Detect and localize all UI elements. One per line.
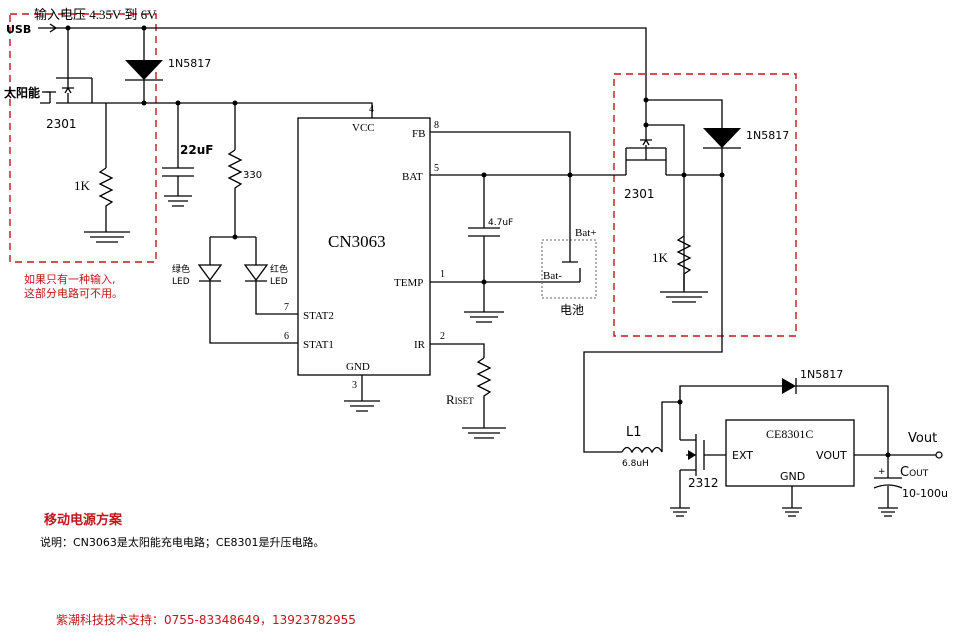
cap-4-7uf <box>468 227 500 237</box>
res-330-label: 330 <box>243 170 262 181</box>
cap-cout <box>873 477 903 489</box>
inductor-l1 <box>621 446 663 454</box>
resistor-330 <box>227 149 243 237</box>
ground-nmos <box>670 507 690 517</box>
ic-ce8301c-name: CE8301C <box>766 427 813 441</box>
nmos-label: 2312 <box>688 476 719 490</box>
cout-range: 10-100u <box>902 487 948 500</box>
ground-boost-ic <box>782 507 802 517</box>
ic-cn3063-name: CN3063 <box>328 232 386 251</box>
pmos-left-label: 2301 <box>46 117 77 131</box>
diode-boost-label: 1N5817 <box>800 368 843 381</box>
pin-num-7: 7 <box>284 302 289 313</box>
pin-num-4: 4 <box>369 104 374 115</box>
pin-gnd-boost: GND <box>780 470 805 483</box>
pin-fb: FB <box>412 128 425 140</box>
bat-plus-label: Bat+ <box>575 227 596 239</box>
usb-wire <box>56 27 647 100</box>
res-1k-left-label: 1K <box>74 178 91 193</box>
diode-top-label: 1N5817 <box>168 57 211 70</box>
title: 移动电源方案 <box>44 512 123 528</box>
vout-label: Vout <box>908 431 937 446</box>
pin-num-5: 5 <box>434 163 439 174</box>
pin-num-1: 1 <box>440 269 445 280</box>
pin-vout: VOUT <box>816 449 847 462</box>
led-green <box>197 264 223 282</box>
optional-input-box <box>9 13 157 263</box>
diode-right-label: 1N5817 <box>746 129 789 142</box>
inductor-value: 6.8uH <box>622 459 649 469</box>
pmos-2301-left <box>46 77 93 104</box>
resistor-1k-right <box>676 235 692 292</box>
note-line1: 如果只有一种输入, <box>24 272 116 286</box>
bat-minus-label: Bat- <box>543 270 562 282</box>
cap-22uf-label: 22uF <box>180 143 213 157</box>
usb-label: USB <box>6 23 31 36</box>
pin-num-3: 3 <box>352 380 357 391</box>
note-line2: 这部分电路可不用。 <box>24 286 123 300</box>
cap-4-7uf-label: 4.7uF <box>488 218 513 228</box>
resistor-1k-left <box>98 167 114 232</box>
pin-vcc: VCC <box>352 122 375 134</box>
pin-gnd: GND <box>346 361 370 373</box>
riset-label: RISET <box>446 392 474 407</box>
ic-ce8301c <box>725 419 855 487</box>
ground-right <box>660 291 708 303</box>
pmos-2301-right <box>625 125 667 175</box>
pin-bat: BAT <box>402 171 423 183</box>
inductor-label: L1 <box>626 425 642 440</box>
usb-arrow <box>38 23 58 33</box>
pin-temp: TEMP <box>394 277 423 289</box>
diode-1n5817-boost <box>782 378 796 394</box>
resistor-riset <box>476 357 492 428</box>
svg-text:+: + <box>878 467 886 477</box>
ground-ic <box>344 400 380 412</box>
pin-stat1: STAT1 <box>303 339 334 351</box>
cout-label: COUT <box>900 465 929 480</box>
pmos-right-label: 2301 <box>624 187 655 201</box>
ground-left <box>84 231 130 243</box>
battery-label: 电池 <box>560 303 584 317</box>
battery-box <box>541 239 597 299</box>
nmos-2312 <box>679 434 705 508</box>
pin-ext: EXT <box>732 449 753 462</box>
vout-terminal <box>935 451 943 459</box>
support-contact: 紫潮科技技术支持：0755-83348649，13923782955 <box>56 612 356 627</box>
ic-cn3063 <box>297 117 431 376</box>
ground-22uf <box>164 195 192 207</box>
optional-battery-box <box>613 73 797 337</box>
pin-ir: IR <box>414 339 426 351</box>
diode-1n5817-top <box>125 60 163 80</box>
input-voltage-label: 输入电压 4.35V 到 6V <box>34 7 157 22</box>
battery-symbol <box>562 261 581 282</box>
ground-cout <box>878 507 898 517</box>
ground-riset <box>462 427 506 439</box>
ground-4-7uf <box>464 311 504 323</box>
diode-1n5817-right <box>703 128 741 148</box>
cap-22uf <box>162 167 194 177</box>
pin-num-8: 8 <box>434 120 439 131</box>
description: 说明：CN3063是太阳能充电电路；CE8301是升压电路。 <box>40 535 325 549</box>
pin-num-2: 2 <box>440 331 445 342</box>
pin-num-6: 6 <box>284 331 289 342</box>
pin-stat2: STAT2 <box>303 310 334 322</box>
res-1k-right-label: 1K <box>652 250 669 265</box>
solar-label: 太阳能 <box>4 85 40 100</box>
led-red <box>243 264 269 282</box>
